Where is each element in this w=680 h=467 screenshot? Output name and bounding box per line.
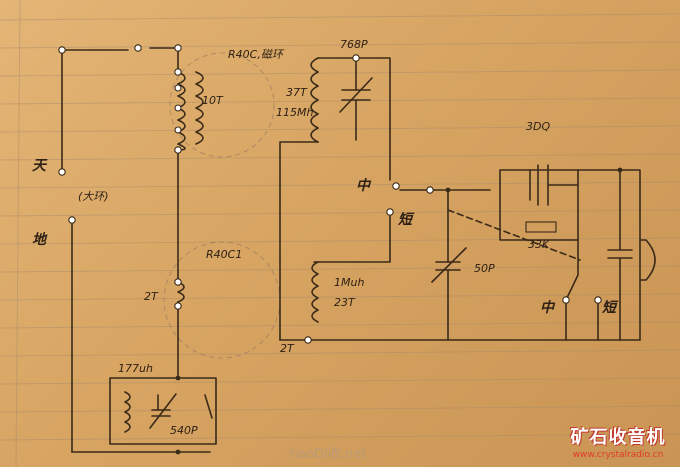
antenna-label: 天 xyxy=(32,158,48,174)
ind-177-label: 177uh xyxy=(118,362,153,375)
logo-title: 矿石收音机 xyxy=(570,427,666,448)
junction-nodes xyxy=(58,44,623,455)
coil-37t-tank xyxy=(279,57,391,341)
switch-mid-2-label: 中 xyxy=(540,299,556,316)
diode-label: 3DQ xyxy=(526,120,550,133)
switch-mid-1-label: 中 xyxy=(356,177,372,194)
coil-37t-label: 37T xyxy=(286,86,308,99)
switch-short-2-label: 短 xyxy=(602,299,619,316)
coil-10t xyxy=(177,71,204,151)
cap-50p-label: 50P xyxy=(474,262,495,275)
ind-1mh-label: 1Muh xyxy=(334,276,364,289)
cap-540-label: 540P xyxy=(170,424,198,437)
ground-label: 地 xyxy=(32,231,48,248)
antenna-ground-wiring xyxy=(61,47,211,453)
site-logo: 矿石收音机 www.crystalradio.cn xyxy=(562,423,674,465)
ferrite2-label: R40C1 xyxy=(206,248,242,261)
res-33k-label: 33K xyxy=(528,238,550,251)
main-tank xyxy=(279,189,641,341)
watermark: haoDi收.net xyxy=(290,447,366,462)
cap-top-label: 768P xyxy=(340,38,368,51)
coil-10t-label: 10T xyxy=(202,94,224,107)
ferrite1-label: R40C,磁环 xyxy=(228,48,285,61)
switch-short-1-label: 短 xyxy=(398,211,415,228)
loop-label: (大环) xyxy=(78,190,109,203)
coil-2t-mid-label: 2T xyxy=(144,290,159,303)
ferrite-ring-top xyxy=(169,52,275,158)
coil-2t-mid xyxy=(177,281,185,303)
detector-network xyxy=(499,164,656,341)
tank-177uh-540p xyxy=(109,377,217,445)
coil-2t-bottom-label: 2T xyxy=(280,342,295,355)
handwritten-labels: 天 地 (大环) R40C,磁环 768P 10T 37T 115Mh R40C… xyxy=(32,38,619,437)
logo-url: www.crystalradio.cn xyxy=(572,450,664,460)
ind-115-label: 115Mh xyxy=(276,106,313,119)
coil-23t-label: 23T xyxy=(334,296,356,309)
